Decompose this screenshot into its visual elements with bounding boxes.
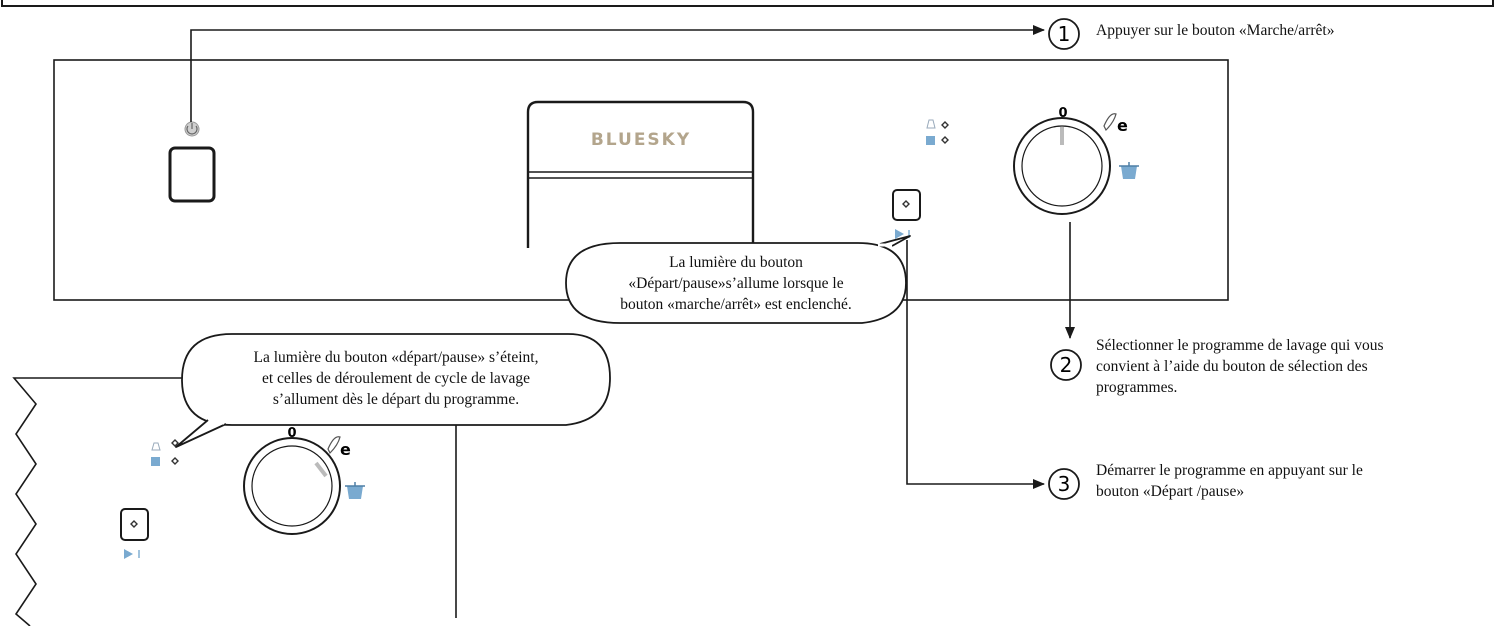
step-3-line: Démarrer le programme en appuyant sur le: [1096, 462, 1363, 479]
step-2-badge: [1050, 349, 1082, 381]
callout-line: bouton «marche/arrêt» est enclenché.: [620, 296, 852, 313]
detail-start-pause-button[interactable]: [120, 508, 149, 541]
end-cycle-indicator-icon: [926, 136, 949, 145]
feather-icon: [327, 436, 341, 455]
step-1-badge: [1048, 18, 1080, 50]
callout-light-on-text: La lumière du bouton «Départ/pause»s’all…: [570, 252, 902, 315]
power-button[interactable]: [168, 146, 216, 203]
wash-phase-indicator-icon: [926, 119, 949, 129]
step-1-number: 1: [1058, 22, 1071, 46]
step-3-line: bouton «Départ /pause»: [1096, 483, 1245, 500]
detail-panel: [12, 377, 457, 626]
step-1-line: Appuyer sur le bouton «Marche/arrêt»: [1096, 22, 1335, 39]
dial-zero-label: 0: [1058, 106, 1067, 121]
callout-light-off-tail: [175, 419, 227, 448]
pot-icon: [345, 482, 365, 499]
detail-program-dial[interactable]: [243, 437, 341, 535]
wash-phase-indicator-icon: [151, 439, 179, 451]
step-2-line: programmes.: [1096, 379, 1178, 396]
program-selector-dial[interactable]: [1013, 117, 1111, 215]
callout-light-off-text: La lumière du bouton «départ/pause» s’ét…: [186, 347, 606, 410]
callout-line: La lumière du bouton «départ/pause» s’ét…: [253, 349, 539, 366]
step-2-line: convient à l’aide du bouton de sélection…: [1096, 358, 1368, 375]
step-2-line: Sélectionner le programme de lavage qui …: [1096, 337, 1384, 354]
callout-line: La lumière du bouton: [669, 254, 803, 271]
pot-icon: [1119, 162, 1139, 179]
brand-logo: BLUESKY: [591, 130, 691, 150]
callout-light-off: [181, 333, 611, 426]
feather-icon: [1103, 113, 1117, 132]
step-2-text: Sélectionner le programme de lavage qui …: [1096, 335, 1384, 398]
dial-eco-label: e: [1117, 116, 1128, 135]
start-pause-button[interactable]: [892, 189, 921, 221]
dial-eco-label: e: [340, 440, 351, 459]
callout-line: et celles de déroulement de cycle de lav…: [261, 370, 531, 387]
step-3-number: 3: [1058, 472, 1071, 496]
callout-light-on: [565, 242, 907, 324]
step-3-text: Démarrer le programme en appuyant sur le…: [1096, 460, 1363, 502]
step-3-arrow: [906, 240, 1045, 489]
step-2-number: 2: [1060, 353, 1073, 377]
step-1-text: Appuyer sur le bouton «Marche/arrêt»: [1096, 20, 1334, 41]
page-frame: [1, 0, 1494, 7]
play-pause-indicator-icon: [124, 549, 140, 559]
start-pause-icon: [902, 200, 910, 208]
end-cycle-indicator-icon: [151, 457, 179, 466]
callout-line: «Départ/pause»s’allume lorsque le: [628, 275, 844, 292]
step-1-arrow: [190, 25, 1045, 122]
callout-line: s’allument dès le départ du programme.: [272, 391, 520, 408]
power-icon: [184, 121, 200, 137]
brand-slot: [526, 100, 755, 248]
dial-zero-label: 0: [287, 426, 296, 441]
step-3-badge: [1048, 468, 1080, 500]
start-pause-icon: [130, 520, 138, 528]
